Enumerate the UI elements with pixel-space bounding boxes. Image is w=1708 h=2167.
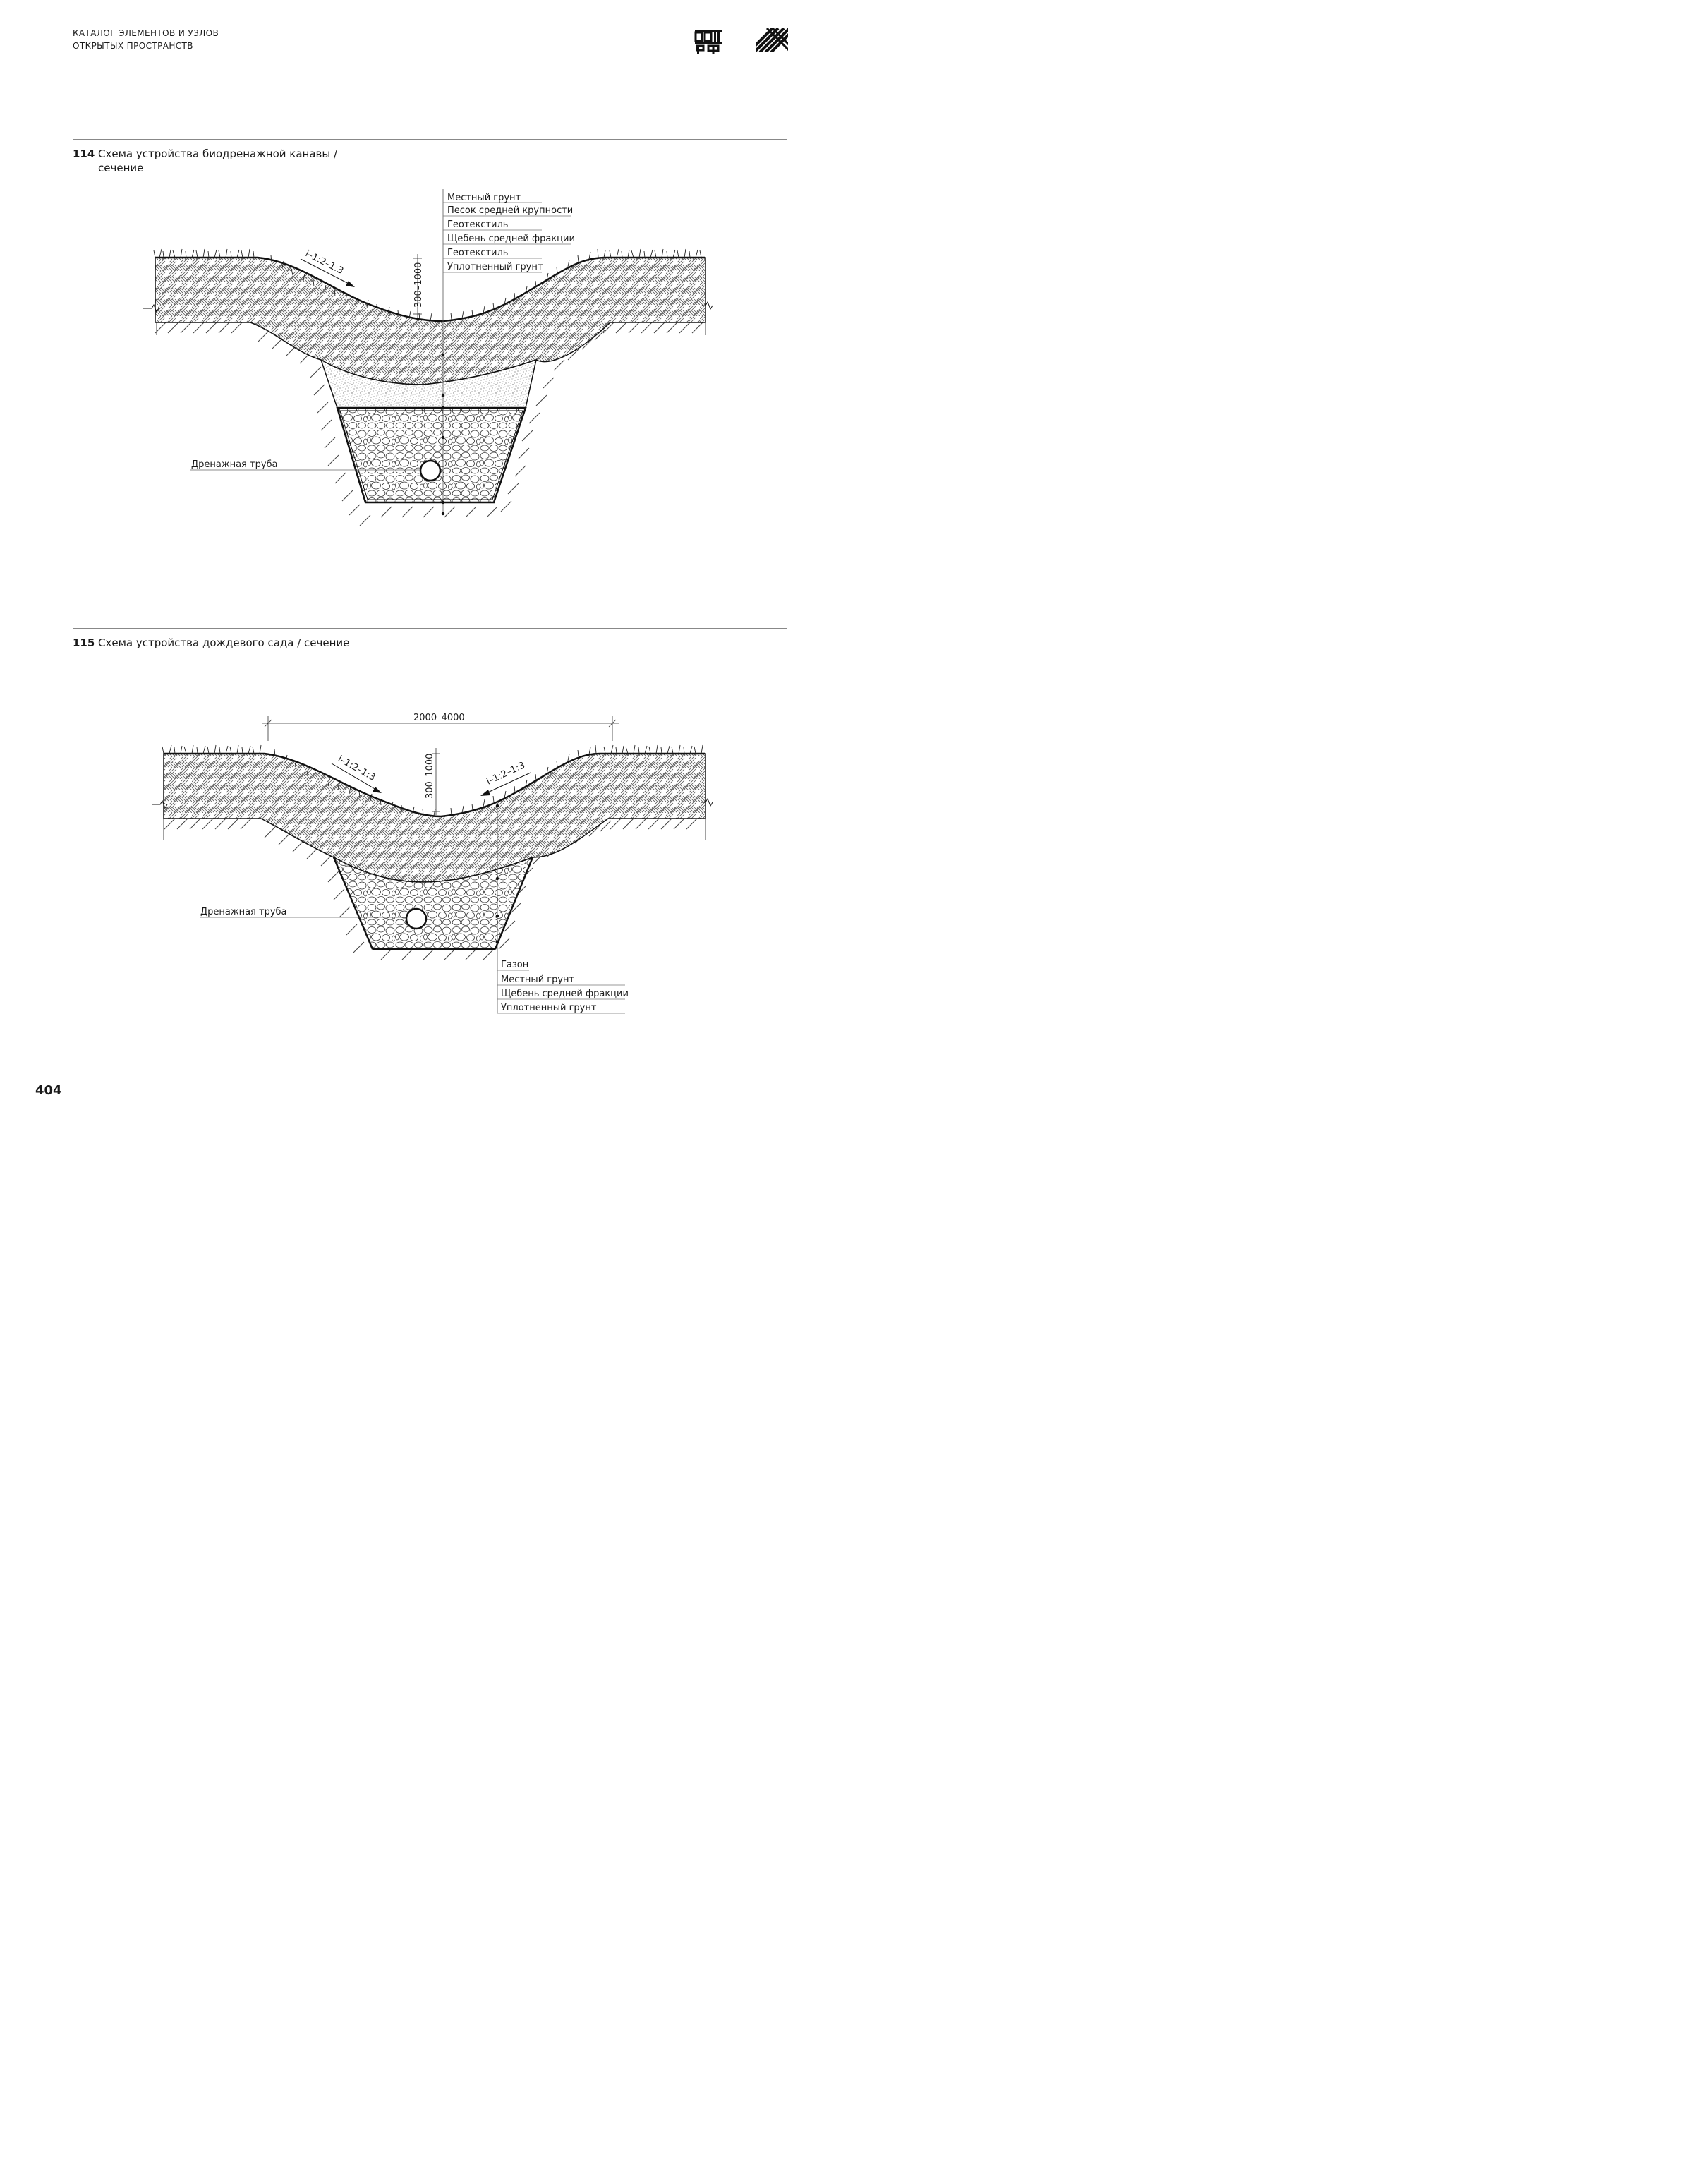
figure-115-depth-label: 300–1000 [425, 754, 435, 799]
figure-114-diagram: Дренажная труба Местный грунт Песок сред… [143, 189, 713, 526]
figure-114-title-line2: сечение [98, 162, 144, 174]
drainage-pipe-icon-115 [405, 907, 428, 930]
drainage-pipe-icon [419, 459, 442, 482]
figure-115-diagram: 2000–4000 300–1000 i–1:2–1:3 i–1:2–1:3 Д… [152, 713, 713, 1014]
figure-114-layer-1: Местный грунт [447, 193, 521, 203]
catalog-header: КАТАЛОГ ЭЛЕМЕНТОВ И УЗЛОВ ОТКРЫТЫХ ПРОСТ… [73, 27, 219, 52]
figure-114-layer-4: Щебень средней фракции [447, 234, 575, 244]
figure-115-width-label: 2000–4000 [413, 713, 465, 723]
diagrams-canvas: Дренажная труба Местный грунт Песок сред… [143, 189, 713, 1014]
figure-114-pipe-label: Дренажная труба [191, 459, 278, 470]
figure-115-layer-2: Местный грунт [501, 974, 575, 985]
figure-114-layer-3: Геотекстиль [447, 219, 508, 230]
figure-114-depth-label: 300–1000 [413, 262, 424, 308]
figure-114-layer-5: Геотекстиль [447, 248, 508, 258]
grass-icon [153, 248, 702, 321]
figure-114-layer-6: Уплотненный грунт [447, 262, 543, 272]
figure-115-slope-left: i–1:2–1:3 [336, 754, 377, 783]
figure-115-title-line1: Схема устройства дождевого сада / сечени… [98, 636, 350, 649]
figure-114-slope-label: i–1:2–1:3 [303, 248, 345, 277]
dom-rf-logo [694, 30, 722, 54]
divider-114 [73, 139, 787, 140]
header-line-1: КАТАЛОГ ЭЛЕМЕНТОВ И УЗЛОВ [73, 28, 219, 38]
grass-icon-115 [162, 744, 703, 816]
divider-115 [73, 628, 787, 629]
figure-115-layer-4: Уплотненный грунт [501, 1003, 597, 1013]
figure-115-slope-right: i–1:2–1:3 [485, 760, 526, 787]
header-line-2: ОТКРЫТЫХ ПРОСТРАНСТВ [73, 41, 193, 51]
figure-115-layer-3: Щебень средней фракции [501, 989, 629, 999]
figure-114-layer-2: Песок средней крупности [447, 205, 573, 216]
figure-115-layer-1: Газон [501, 960, 528, 970]
figure-114-title-line1: Схема устройства биодренажной канавы / [98, 147, 338, 160]
figure-115-number: 115 [73, 636, 95, 649]
figure-115-pipe-label: Дренажная труба [200, 907, 287, 917]
figure-114-number: 114 [73, 147, 95, 160]
page-number: 404 [35, 1083, 62, 1098]
pattern-logo [756, 28, 788, 52]
